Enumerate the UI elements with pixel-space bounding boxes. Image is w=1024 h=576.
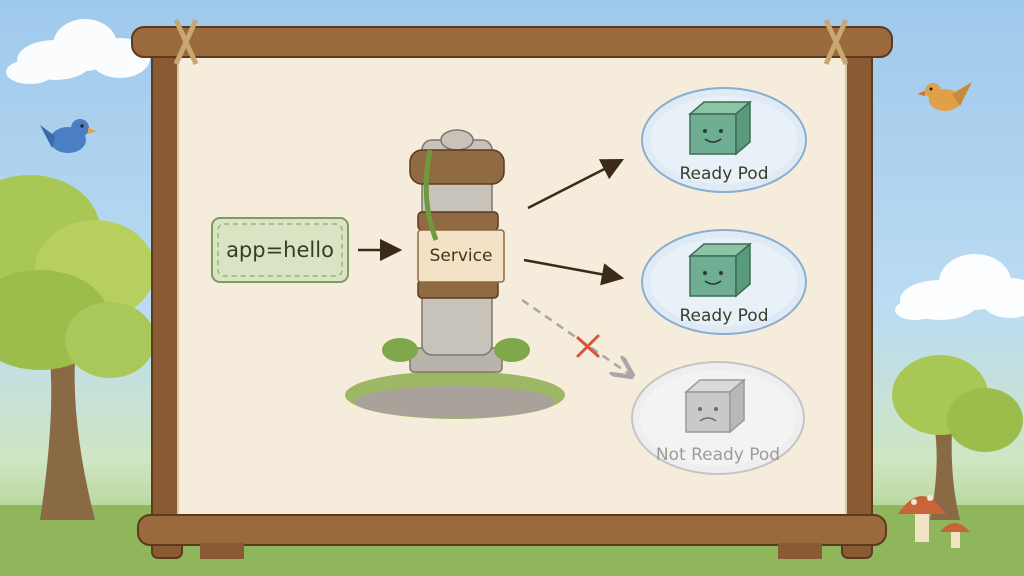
cube-pod-icon: [687, 100, 753, 156]
mushroom-icon: [898, 495, 970, 548]
frame-foot-left: [200, 543, 244, 559]
arrow-service-to-pod-2: [523, 258, 625, 286]
selector-box: [211, 217, 349, 283]
blue-bird-icon: [40, 119, 97, 153]
cube-pod-icon: [683, 378, 747, 434]
cube-pod-icon: [687, 242, 753, 298]
pod-cloud-3: [631, 361, 805, 475]
arrow-service-to-pod-1: [527, 158, 625, 210]
selector-label: app=hello: [226, 238, 334, 262]
pod-cloud-1: [641, 87, 807, 193]
tree-right-icon: [892, 355, 1023, 520]
pod-label-3: Not Ready Pod: [655, 445, 781, 465]
frame-beam-top: [131, 26, 893, 58]
pod-label-1: Ready Pod: [679, 164, 769, 184]
service-label: Service: [429, 246, 493, 266]
selector-box-inner: [217, 223, 343, 277]
sky-cloud-left-icon: [6, 19, 150, 84]
pod-cloud-2: [641, 229, 807, 335]
frame-foot-right: [778, 543, 822, 559]
pod-label-2: Ready Pod: [679, 306, 769, 326]
orange-bird-icon: [917, 82, 972, 111]
service-pillar: [345, 129, 565, 419]
tree-left-icon: [0, 175, 155, 520]
sky-cloud-right-icon: [895, 254, 1024, 320]
rope-knot-left-icon: [173, 18, 199, 66]
blocked-x-icon: [576, 334, 600, 358]
frame-beam-bottom: [137, 514, 887, 546]
rope-knot-right-icon: [823, 18, 849, 66]
